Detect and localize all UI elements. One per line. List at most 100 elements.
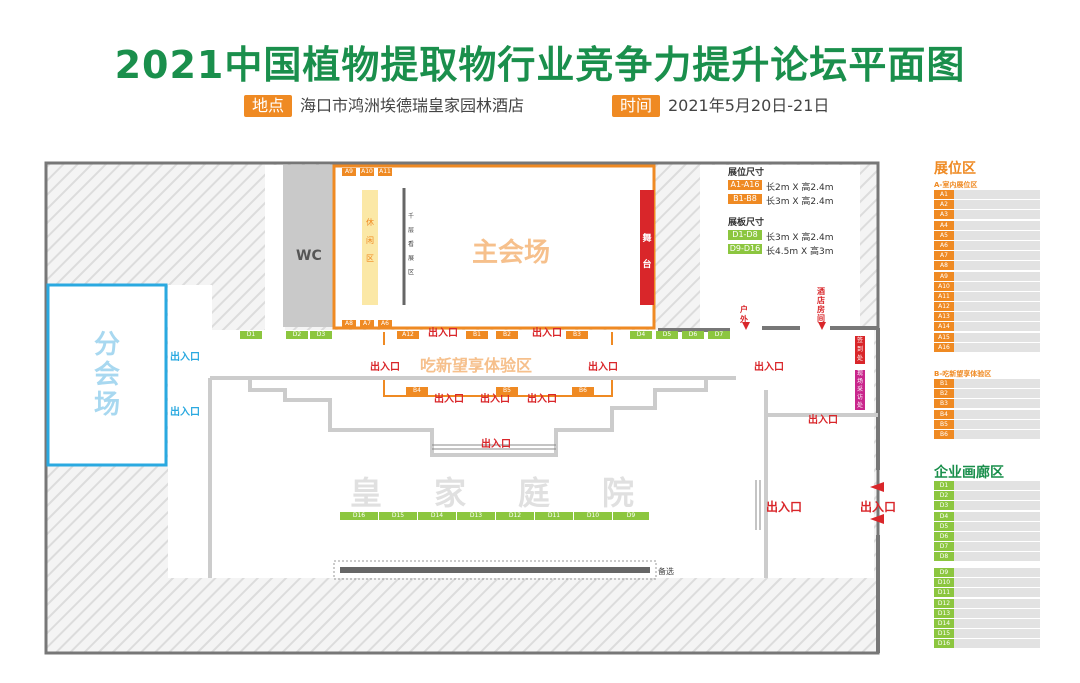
gallery-d-code: D16 xyxy=(934,639,954,649)
booth-b6: B6 xyxy=(572,387,594,395)
booth-a-code: A6 xyxy=(934,240,954,250)
stage xyxy=(640,190,654,305)
gallery-d-code: D14 xyxy=(934,618,954,628)
gallery-d-row: D8 xyxy=(934,552,1040,562)
exit-label: 出入口 xyxy=(170,352,200,363)
booth-d16: D16 xyxy=(340,512,378,520)
gallery-d-code: D7 xyxy=(934,542,954,552)
booth-a-code: A13 xyxy=(934,312,954,322)
gallery-d-row: D1 xyxy=(934,481,1040,490)
gallery-panel-title: 企业画廊区 xyxy=(934,465,1004,481)
booth-a-row: A1 xyxy=(934,190,1040,199)
booth-a-row: A11 xyxy=(934,291,1040,301)
gallery-d-row: D5 xyxy=(934,521,1040,531)
gallery-d-code: D10 xyxy=(934,578,954,588)
booth-a-code: A9 xyxy=(934,271,954,281)
gallery-d-code: D9 xyxy=(934,568,954,577)
booth-a-row: A2 xyxy=(934,200,1040,210)
booth-b5: B5 xyxy=(496,387,518,395)
booth-a-row: A3 xyxy=(934,210,1040,220)
booth-d6: D6 xyxy=(682,331,704,339)
gallery-d-row: D12 xyxy=(934,598,1040,608)
booth-d5: D5 xyxy=(656,331,678,339)
legend-size: 长3m X 高2.4m xyxy=(766,197,834,207)
booth-a-code: A11 xyxy=(934,291,954,301)
gallery-d-row: D7 xyxy=(934,542,1040,552)
booth-b3: B3 xyxy=(566,331,588,339)
gallery-d-row: D11 xyxy=(934,588,1040,598)
booth-b-code: B4 xyxy=(934,409,954,419)
gallery-d-code: D15 xyxy=(934,629,954,639)
booth-b-row: B3 xyxy=(934,399,1040,409)
legend-size: 长3m X 高2.4m xyxy=(766,233,834,243)
gallery-d-row: D4 xyxy=(934,511,1040,521)
rest-area xyxy=(362,190,378,305)
courtyard-label: 皇家庭院 xyxy=(350,474,687,512)
booth-a-code: A16 xyxy=(934,342,954,352)
booth-b1: B1 xyxy=(466,331,488,339)
booth-d4: D4 xyxy=(630,331,652,339)
booth-a-code: A12 xyxy=(934,302,954,312)
booth-d9: D9 xyxy=(613,512,649,520)
gallery-d-row: D2 xyxy=(934,491,1040,501)
booth-d14: D14 xyxy=(418,512,456,520)
gallery-d-row: D10 xyxy=(934,578,1040,588)
gallery-d-code: D3 xyxy=(934,501,954,511)
stage-label: 舞台 xyxy=(642,234,652,270)
booth-a-row: A5 xyxy=(934,230,1040,240)
gallery-d-code: D4 xyxy=(934,511,954,521)
gallery-d-code: D11 xyxy=(934,588,954,598)
booth-b-row: B2 xyxy=(934,389,1040,399)
exit-label: 出入口 xyxy=(170,407,200,418)
booth-a11: A11 xyxy=(378,168,392,176)
booth-b-code: B3 xyxy=(934,399,954,409)
booth-a10: A10 xyxy=(360,168,374,176)
booth-a-row: A14 xyxy=(934,322,1040,332)
group-a-title: A-室内展位区 xyxy=(934,181,978,189)
gallery-d-code: D8 xyxy=(934,552,954,562)
booth-b-row: B5 xyxy=(934,419,1040,429)
booth-a-code: A3 xyxy=(934,210,954,220)
sub-hall-label: 分会场 xyxy=(94,330,121,420)
interview-label: 现场采访处 xyxy=(855,370,865,410)
booth-b-code: B6 xyxy=(934,429,954,439)
booth-a-code: A8 xyxy=(934,261,954,271)
board-size-title: 展板尺寸 xyxy=(728,218,765,228)
booth-a6: A6 xyxy=(378,320,392,328)
gallery-d-row: D9 xyxy=(934,568,1040,577)
legend-code: D9-D16 xyxy=(728,244,762,254)
booth-a-row: A10 xyxy=(934,281,1040,291)
gallery-d-row: D6 xyxy=(934,531,1040,541)
booth-a-row: A6 xyxy=(934,240,1040,250)
hotel-room-label: 酒店房间 xyxy=(817,287,825,323)
booth-a-code: A1 xyxy=(934,190,954,199)
gallery-d-row: D15 xyxy=(934,629,1040,639)
booth-a-code: A14 xyxy=(934,322,954,332)
booth-size-title: 展位尺寸 xyxy=(728,168,765,178)
date-tag: 时间 xyxy=(612,95,661,117)
exit-label: 出入口 xyxy=(434,394,464,405)
backup-label: 备选 xyxy=(658,567,674,576)
booth-a-code: A10 xyxy=(934,281,954,291)
legend-code: B1-B8 xyxy=(728,194,762,204)
booth-b2: B2 xyxy=(496,331,518,339)
booth-a-code: A2 xyxy=(934,200,954,210)
location-tag: 地点 xyxy=(244,95,293,117)
page-title: 2021中国植物提取物行业竞争力提升论坛平面图 xyxy=(114,43,966,87)
outdoor-label: 户外 xyxy=(740,305,748,324)
exit-label: 出入口 xyxy=(754,362,784,373)
booth-d13: D13 xyxy=(457,512,495,520)
gallery-d-code: D6 xyxy=(934,531,954,541)
booth-d11: D11 xyxy=(535,512,573,520)
booth-a-code: A7 xyxy=(934,251,954,261)
main-hall-room xyxy=(332,164,656,330)
booth-b-code: B1 xyxy=(934,379,954,388)
booth-a-row: A16 xyxy=(934,342,1040,352)
booth-b4: B4 xyxy=(406,387,428,395)
main-hall-label: 主会场 xyxy=(472,238,551,268)
booth-b-code: B2 xyxy=(934,389,954,399)
booth-d15: D15 xyxy=(379,512,417,520)
